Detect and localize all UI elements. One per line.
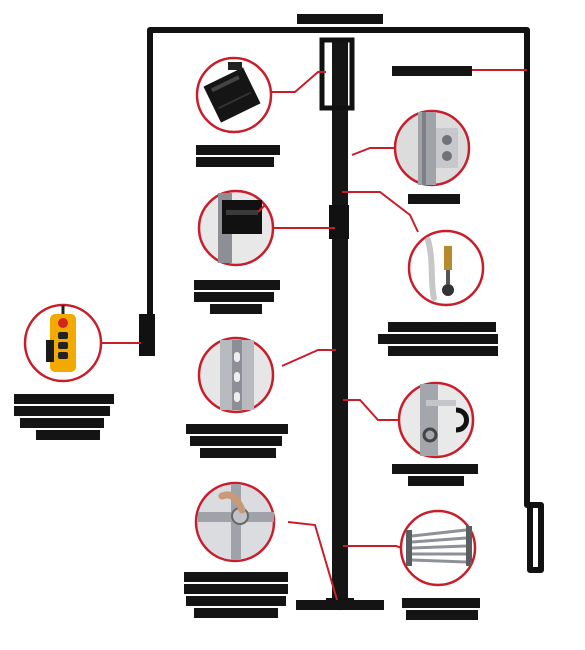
pendant-box — [139, 314, 155, 356]
rail-carriage-block — [329, 205, 349, 239]
label-bar-lift-carriage-1 — [194, 280, 280, 290]
label-bar-lift-carriage-2 — [194, 292, 274, 302]
leader-ceiling-anchor — [287, 521, 341, 611]
label-bar-pendant-2 — [14, 406, 110, 416]
label-bar-lower-bracket-2 — [408, 476, 464, 486]
photo-rail-bracket — [393, 109, 471, 187]
label-bar-ceiling-anchor-1 — [184, 572, 288, 582]
rail-top-frame — [319, 37, 355, 111]
label-bar-bottom-center — [296, 600, 384, 610]
vertical-rail — [332, 40, 348, 610]
photo-lower-bracket — [397, 381, 475, 459]
cable-route — [147, 27, 544, 573]
label-bar-pendant-4 — [36, 430, 100, 440]
label-bar-ceiling-anchor-2 — [184, 584, 288, 594]
label-bar-rail-section-1 — [186, 424, 288, 434]
label-bar-lift-carriage-3 — [210, 304, 262, 314]
photo-lift-carriage — [197, 189, 275, 267]
label-bar-ceiling-anchor-4 — [194, 608, 278, 618]
label-bar-threaded-rods-1 — [402, 598, 480, 608]
label-bar-rail-section-2 — [190, 436, 282, 446]
label-bar-top-shelf-2 — [196, 157, 274, 167]
leader-lower-bracket — [343, 399, 398, 421]
label-bar-top-shelf-1 — [196, 145, 280, 155]
label-bar-cable-end-1 — [388, 322, 496, 332]
photo-threaded-rods — [399, 509, 477, 587]
label-bar-top-right — [392, 66, 472, 76]
photo-ceiling-anchor — [194, 481, 276, 563]
photo-cable-end — [407, 229, 485, 307]
photo-pendant-control — [23, 303, 103, 383]
label-bar-cable-end-3 — [388, 346, 498, 356]
label-bar-rail-section-3 — [200, 448, 276, 458]
label-bar-cable-end-2 — [378, 334, 498, 344]
label-bar-top-center — [297, 14, 383, 24]
leader-threaded-rods — [343, 545, 403, 549]
label-bar-lower-bracket-1 — [392, 464, 478, 474]
label-bar-ceiling-anchor-3 — [186, 596, 286, 606]
leader-cable-end — [342, 191, 419, 233]
leader-top-shelf — [268, 71, 326, 93]
label-bar-rail-bracket — [408, 194, 460, 204]
photo-top-shelf-box — [195, 56, 273, 134]
label-bar-pendant-1 — [14, 394, 114, 404]
label-bar-threaded-rods-2 — [406, 610, 478, 620]
leader-rail-bracket — [351, 147, 398, 156]
photo-rail-section — [197, 336, 275, 414]
leader-rail-section — [281, 349, 336, 367]
label-bar-pendant-3 — [20, 418, 104, 428]
